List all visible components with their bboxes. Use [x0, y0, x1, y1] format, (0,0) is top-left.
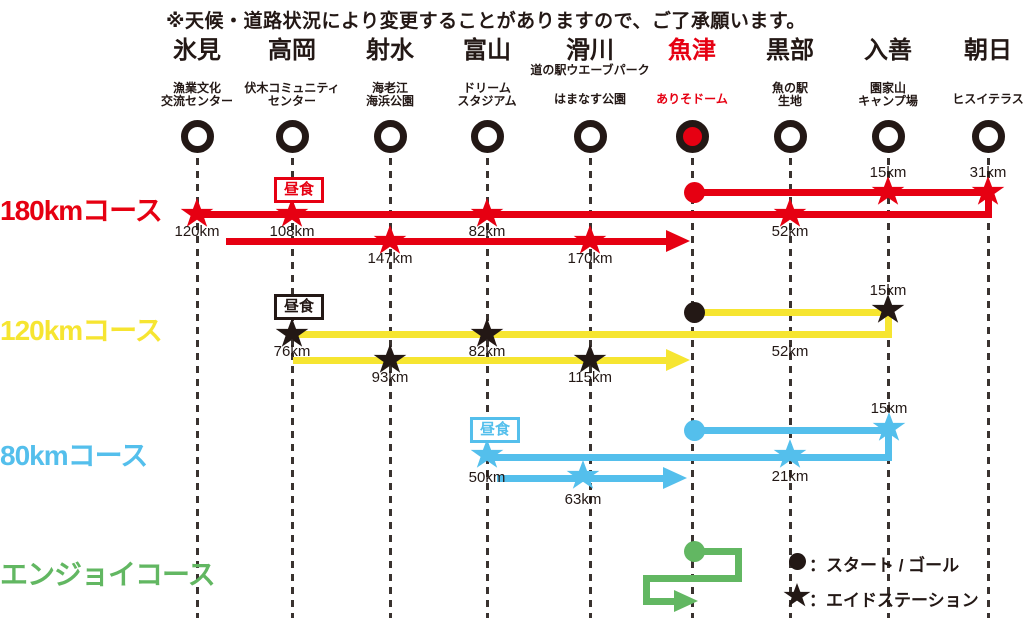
course-arrow-icon	[666, 349, 690, 371]
start-goal-dot-icon	[683, 181, 705, 203]
station-dashline	[290, 158, 294, 618]
station-dashline	[588, 158, 592, 618]
notice-title: ※天候・道路状況により変更することがありますので、ご了承願います。	[166, 11, 806, 32]
course-line	[293, 356, 666, 364]
station-venue-label: 漁業文化	[172, 81, 222, 95]
course-corner	[984, 188, 992, 218]
station-circle	[470, 120, 504, 153]
course-label: 180kmコース	[0, 195, 163, 226]
legend-aid-station-label: ：エイドステーション	[809, 591, 979, 610]
station-circle	[675, 120, 709, 153]
station-dashline	[986, 158, 990, 618]
course-line	[694, 188, 991, 196]
course-corner	[734, 547, 742, 582]
station-circle	[275, 120, 309, 153]
legend-aid-station-star-icon	[783, 583, 811, 607]
start-goal-dot-icon	[683, 419, 705, 441]
km-label: 52km	[771, 343, 809, 360]
station-venue-label: 海浜公園	[365, 94, 415, 108]
station-venue-label: 園家山	[869, 81, 907, 95]
course-arrow-icon	[674, 590, 698, 612]
station-city-label: 入善	[864, 37, 912, 64]
course-label: エンジョイコース	[0, 559, 216, 590]
station-venue-label: はまなす公園	[553, 92, 627, 106]
km-label: 115km	[568, 369, 612, 386]
km-label: 31km	[969, 164, 1007, 181]
km-label: 108km	[269, 223, 315, 240]
course-label: 80kmコース	[0, 440, 148, 471]
course-line	[646, 597, 674, 605]
course-line	[490, 453, 891, 461]
station-circle	[773, 120, 807, 153]
station-venue-label: 伏木コミュニティ	[244, 81, 340, 95]
course-line	[194, 210, 991, 218]
km-label: 50km	[468, 469, 506, 486]
km-label: 120km	[174, 223, 220, 240]
course-corner	[884, 308, 892, 338]
station-circle	[971, 120, 1005, 153]
station-venue-label: 魚の駅	[771, 81, 809, 95]
start-goal-dot-icon	[683, 301, 705, 323]
km-label: 147km	[367, 250, 413, 267]
station-city-label: 滑川	[566, 37, 614, 64]
start-goal-dot-icon	[683, 540, 705, 562]
course-line	[646, 574, 741, 582]
station-city-label: 黒部	[766, 37, 814, 64]
km-label: 76km	[273, 343, 311, 360]
station-city-label: 射水	[366, 37, 414, 64]
km-label: 82km	[468, 343, 506, 360]
course-corner	[884, 426, 892, 461]
station-venue-label: センター	[267, 94, 317, 108]
station-venue-label: 道の駅ウエーブパーク	[530, 63, 650, 77]
lunch-box: 昼食	[273, 294, 325, 320]
station-venue-label: 海老江	[371, 81, 409, 95]
course-arrow-icon	[666, 230, 690, 252]
km-label: 82km	[468, 223, 506, 240]
station-city-label: 富山	[463, 37, 511, 64]
legend-start-goal-dot-icon	[789, 553, 806, 570]
station-venue-label: ありそドーム	[656, 92, 728, 106]
station-dashline	[388, 158, 392, 618]
station-circle	[573, 120, 607, 153]
station-city-label: 氷見	[173, 37, 221, 64]
station-city-label: 魚津	[668, 37, 716, 64]
station-dashline	[690, 158, 694, 618]
station-venue-label: ドリーム	[463, 81, 511, 95]
station-dashline	[485, 158, 489, 618]
km-label: 15km	[870, 400, 908, 417]
legend-start-goal-label: ：スタート / ゴール	[809, 556, 960, 575]
km-label: 63km	[564, 491, 602, 508]
lunch-box: 昼食	[273, 177, 325, 203]
course-arrow-icon	[663, 467, 687, 489]
km-label: 93km	[371, 369, 409, 386]
station-dashline	[788, 158, 792, 618]
station-circle	[373, 120, 407, 153]
course-corner	[642, 574, 650, 605]
km-label: 21km	[771, 468, 809, 485]
km-label: 170km	[567, 250, 613, 267]
station-dashline	[886, 158, 890, 618]
course-line	[293, 330, 891, 338]
km-label: 15km	[869, 282, 907, 299]
station-venue-label: 生地	[777, 94, 803, 108]
station-dashline	[195, 158, 199, 618]
station-venue-label: ヒスイテラス	[952, 92, 1024, 106]
station-venue-label: スタジアム	[457, 94, 517, 108]
station-city-label: 朝日	[964, 37, 1012, 64]
station-circle	[871, 120, 905, 153]
station-venue-label: 交流センター	[160, 94, 234, 108]
km-label: 52km	[771, 223, 809, 240]
course-line	[694, 308, 891, 316]
course-line	[694, 547, 741, 555]
km-label: 15km	[869, 164, 907, 181]
course-line	[226, 237, 666, 245]
station-city-label: 高岡	[268, 37, 316, 64]
station-venue-label: キャンプ場	[858, 94, 918, 108]
course-line	[694, 426, 891, 434]
course-label: 120kmコース	[0, 315, 163, 346]
station-circle	[180, 120, 214, 153]
lunch-box: 昼食	[469, 417, 521, 443]
